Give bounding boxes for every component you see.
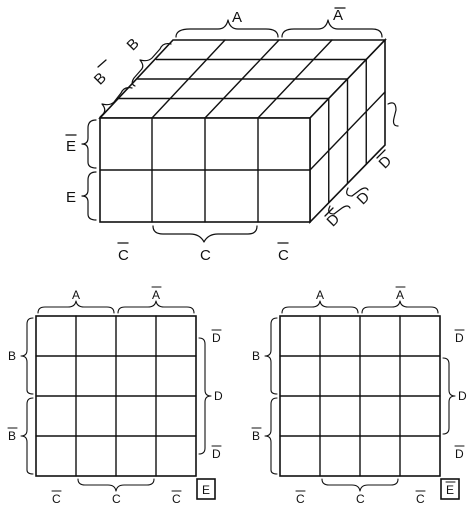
map-left-label-d-bar-top: D	[212, 331, 221, 345]
cube-label-e-bar: E	[66, 138, 76, 155]
cube-label-e: E	[66, 189, 76, 206]
map-right-label-c-bar-left: C	[296, 492, 305, 506]
map-left-corner-label: E	[202, 483, 210, 497]
map-left-label-d: D	[214, 389, 223, 403]
map-right-label-c: C	[356, 492, 365, 506]
map-right-label-c-bar-right: C	[416, 492, 425, 506]
cube-label-a-prime: A	[333, 7, 343, 24]
map-right: A A B B D D D C C C E	[251, 286, 467, 506]
map-right-label-d: D	[458, 389, 467, 403]
map-left-braces	[20, 300, 212, 492]
map-right-label-b: B	[252, 349, 260, 363]
map-right-label-b-bar: B	[252, 429, 260, 443]
map-right-corner-box	[440, 478, 460, 500]
cube-map: A A B B E E C C C D D D	[65, 7, 399, 264]
map-left-label-b-bar: B	[8, 429, 16, 443]
cube-side-grid	[309, 58, 386, 204]
map-left-label-c-bar-left: C	[52, 492, 61, 506]
cube-label-b: B	[124, 35, 143, 54]
cube-label-d: D	[354, 188, 374, 208]
map-right-braces	[264, 300, 456, 492]
cube-label-d-bar-top: D	[376, 152, 396, 172]
map-left-corner-box	[196, 478, 216, 500]
map-left: A A B B D D D C C C E	[7, 286, 223, 506]
map-left-label-a: A	[72, 288, 80, 302]
map-left-label-a-bar: A	[152, 288, 160, 302]
map-right-overbars	[251, 286, 465, 492]
cube-label-a: A	[232, 9, 242, 26]
map-right-label-d-bar-top: D	[455, 331, 464, 345]
map-left-label-d-bar-bottom: D	[212, 447, 221, 461]
map-right-corner-label: E	[446, 483, 454, 497]
cube-label-c: C	[200, 247, 211, 264]
cube-label-c-bar-left: C	[118, 247, 129, 264]
map-right-label-a-bar: A	[396, 288, 404, 302]
cube-top-grid	[118, 39, 367, 119]
map-right-label-d-bar-bottom: D	[455, 447, 464, 461]
map-left-overbars	[7, 286, 222, 492]
map-left-label-c-bar-right: C	[172, 492, 181, 506]
map-left-label-b: B	[8, 349, 16, 363]
map-right-label-a: A	[316, 288, 324, 302]
cube-front-grid	[99, 117, 311, 223]
cube-overbars	[65, 7, 386, 244]
cube-label-b-prime: B	[91, 69, 110, 88]
cube-label-c-bar-right: C	[278, 247, 289, 264]
map-left-label-c: C	[112, 492, 121, 506]
cube-label-d-bar-bottom: D	[324, 210, 344, 230]
cube-braces	[81, 19, 399, 243]
